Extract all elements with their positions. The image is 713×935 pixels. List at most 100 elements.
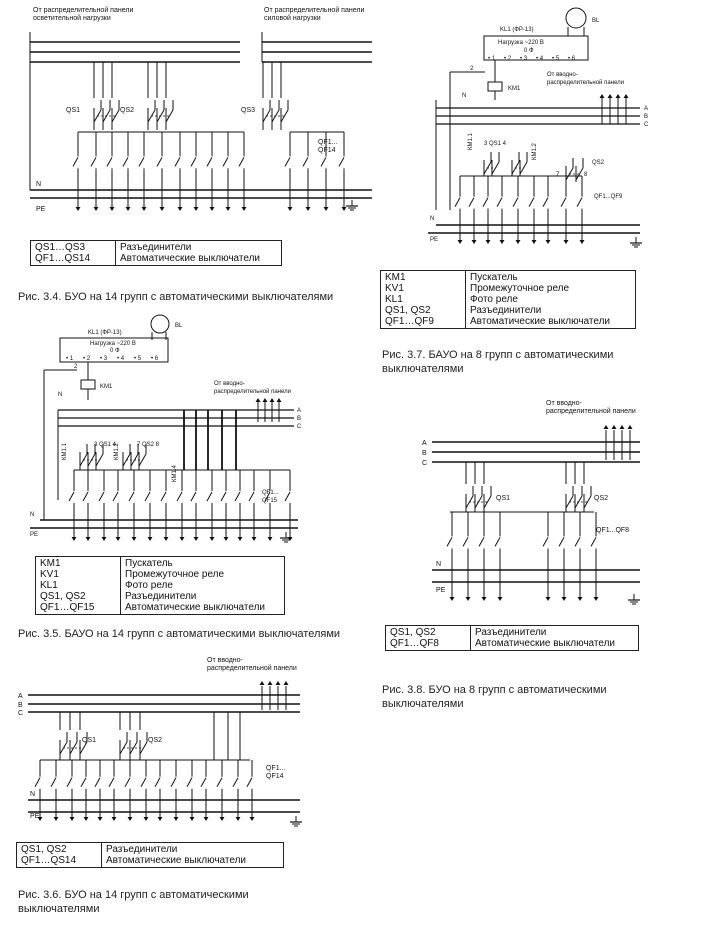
arrow-head — [157, 817, 163, 821]
arrow-head — [259, 681, 265, 685]
arrow-head — [545, 240, 551, 244]
breaker-contact — [206, 157, 213, 167]
arrow-head — [267, 537, 273, 541]
arrow-head — [203, 817, 209, 821]
label-qf: QF1... — [262, 490, 279, 496]
arrow-head — [141, 207, 147, 211]
breaker-contact — [542, 197, 549, 207]
label-qs1: QS1 — [82, 737, 96, 744]
label-n: N — [430, 216, 434, 222]
breaker-contact — [558, 537, 565, 547]
terminal-label: • 6 — [568, 56, 576, 62]
label-n: N — [30, 791, 35, 798]
terminal-label: 2 — [74, 364, 78, 370]
label-pe: PE — [30, 813, 40, 820]
arrow-head — [611, 425, 617, 429]
breaker-contact — [68, 491, 75, 502]
source-label: От вводно- — [207, 657, 244, 664]
arrow-head — [131, 537, 137, 541]
phase-label: A — [297, 408, 301, 414]
arrow-head — [577, 597, 583, 601]
breaker-contact — [122, 157, 129, 167]
arrow-head — [623, 94, 629, 98]
breaker-contact — [246, 777, 253, 788]
label-km12: КМ1.2 — [532, 143, 538, 160]
arrow-head — [267, 681, 273, 685]
arrow-head — [305, 207, 311, 211]
breaker-contact — [560, 197, 567, 207]
breaker-contact — [468, 197, 475, 207]
breaker-contact — [284, 491, 291, 502]
breaker-contact — [222, 157, 229, 167]
arrow-head — [515, 240, 521, 244]
arrow-head — [111, 817, 117, 821]
arrow-head — [275, 681, 281, 685]
label-n: N — [436, 561, 441, 568]
phase-label: A — [18, 693, 23, 700]
source-label: От вводно- — [546, 400, 583, 407]
label-qs2: QS2 — [148, 737, 162, 744]
breaker-contact — [82, 491, 89, 502]
breaker-contact — [496, 197, 503, 207]
breaker-contact — [138, 157, 145, 167]
phase-label: C — [644, 122, 649, 128]
disconnector-qs1-blade — [483, 495, 492, 509]
arrow-head — [283, 681, 289, 685]
arrow-head — [37, 817, 43, 821]
breaker-contact — [454, 197, 461, 207]
arrow-head — [249, 817, 255, 821]
label-load: Нагрузка ~220 В — [90, 341, 136, 347]
arrow-head — [276, 398, 282, 402]
source-label-power: силовой нагрузки — [264, 14, 321, 22]
terminal-label: • 1 — [66, 356, 74, 362]
breaker-contact — [478, 537, 485, 547]
phase-label: A — [644, 106, 648, 112]
breaker-contact — [338, 157, 345, 167]
breaker-contact — [238, 157, 245, 167]
breaker-contact — [200, 777, 207, 788]
arrow-head — [101, 537, 107, 541]
label-qf: QF14 — [318, 147, 336, 154]
breaker-contact — [154, 777, 161, 788]
disconnector-qs3-blade — [280, 109, 289, 123]
breaker-contact — [50, 777, 57, 788]
terminal-label: • 3 — [100, 356, 108, 362]
breaker-contact — [462, 537, 469, 547]
arrow-head — [93, 207, 99, 211]
breaker-contact — [216, 777, 223, 788]
number-label: 7 — [556, 172, 560, 178]
breaker-contact — [528, 197, 535, 207]
arrow-head — [219, 817, 225, 821]
arrow-head — [627, 425, 633, 429]
disconnector-qs2-blade — [139, 741, 148, 755]
caption-fig37: Рис. 3.7. БАУО на 8 групп с автоматическ… — [382, 349, 614, 375]
phase-label: B — [644, 114, 648, 120]
label-qs3: QS3 — [241, 107, 255, 114]
arrow-head — [449, 597, 455, 601]
arrow-head — [179, 537, 185, 541]
coil-km1 — [487, 81, 503, 92]
source-label: распределительной панели — [214, 388, 291, 395]
label-qf: QF1...QF8 — [596, 527, 629, 534]
label-qs1: 3 QS1 4 — [94, 442, 117, 448]
arrow-head — [499, 240, 505, 244]
breaker-contact — [576, 197, 583, 207]
arrow-head — [189, 817, 195, 821]
disconnector-qs1-blade — [95, 453, 104, 467]
source-label: распределительной панели — [546, 407, 636, 415]
terminal-label: • 1 — [488, 56, 496, 62]
source-label-lighting: От распределительной панели — [33, 6, 133, 14]
phase-label: A — [422, 440, 427, 447]
source-label-power: От распределительной панели — [264, 6, 364, 14]
label-kl1: KL1 (ФР-13) — [500, 27, 534, 33]
terminal-label: • 3 — [520, 56, 528, 62]
breaker-contact — [186, 777, 193, 788]
arrow-head — [599, 94, 605, 98]
label-pe: PE — [436, 587, 446, 594]
arrow-head — [159, 207, 165, 211]
